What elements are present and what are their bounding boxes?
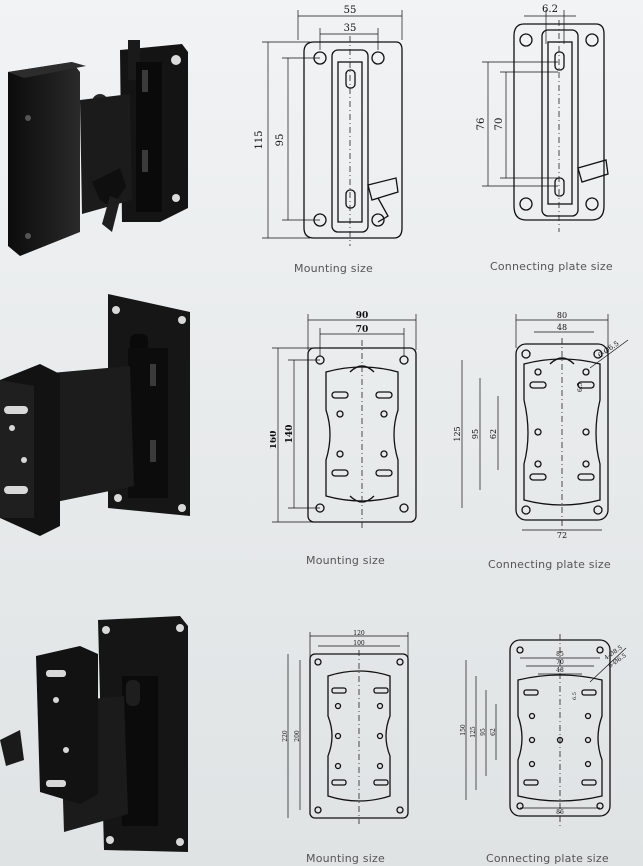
caption-mounting-2: Mounting size xyxy=(306,554,385,567)
mounting-drawing-1: 55 35 115 95 xyxy=(254,5,403,246)
dim-h-inner: 95 xyxy=(275,134,286,147)
dim-h-inner: 140 xyxy=(285,425,295,444)
dim-w-inner: 48 xyxy=(557,323,567,332)
plate-drawing-1: 6.2 76 70 xyxy=(476,4,609,232)
dim-h-outer: 160 xyxy=(270,431,279,450)
hole-spacing: 6.5 xyxy=(572,692,578,700)
caption-plate-1: Connecting plate size xyxy=(490,260,613,273)
caption-plate-3: Connecting plate size xyxy=(486,852,609,865)
dim-w-outer: 55 xyxy=(344,5,357,16)
dim-h-inner: 62 xyxy=(489,429,498,439)
row-2: 90 70 160 140 Mounting size 80 48 125 95 xyxy=(0,290,643,580)
bracket-photo-medium xyxy=(0,294,190,536)
dim-h-outer: 76 xyxy=(476,118,487,131)
dim-h-b: 95 xyxy=(480,728,487,736)
bracket-photo-small xyxy=(8,40,188,256)
dim-w-inner: 100 xyxy=(353,640,365,647)
row-3: 120 100 220 200 Mounting size 85 70 48 1… xyxy=(0,580,643,866)
dim-w-bottom: 72 xyxy=(557,531,567,540)
dim-w-top: 6.2 xyxy=(542,4,558,15)
dim-w-outer: 80 xyxy=(557,311,567,320)
hole-spacing: 6.5 xyxy=(577,382,584,392)
bracket-photo-large xyxy=(0,616,188,852)
dim-h-outer: 150 xyxy=(460,724,467,736)
dim-h-inner: 70 xyxy=(494,118,505,131)
dim-w-outer: 85 xyxy=(556,651,564,658)
dim-h-outer: 115 xyxy=(254,130,265,149)
caption-mounting-3: Mounting size xyxy=(306,852,385,865)
dim-w-inner: 48 xyxy=(556,667,564,674)
dim-h-a: 125 xyxy=(470,726,477,738)
dim-h-inner: 200 xyxy=(294,730,301,742)
dim-w-inner: 35 xyxy=(344,23,357,34)
caption-mounting-1: Mounting size xyxy=(294,262,373,275)
caption-plate-2: Connecting plate size xyxy=(488,558,611,571)
plate-drawing-3: 85 70 48 150 125 95 62 4-Ø8.5 6-Ø6.5 6.5… xyxy=(460,634,628,826)
dim-h-outer: 220 xyxy=(282,730,289,742)
dim-w-bottom: 86 xyxy=(556,809,564,816)
mounting-drawing-3: 120 100 220 200 xyxy=(282,630,409,824)
dim-w-outer: 120 xyxy=(353,630,365,637)
dim-h-c: 62 xyxy=(490,728,497,736)
dim-h-outer: 125 xyxy=(453,426,462,441)
dim-w-outer: 90 xyxy=(356,311,369,321)
mounting-drawing-2: 90 70 160 140 xyxy=(270,311,417,530)
dim-h-mid: 95 xyxy=(471,429,480,439)
row-1: 55 35 115 95 Mounting size 6.2 76 xyxy=(0,0,643,290)
plate-drawing-2: 80 48 125 95 62 6-Ø6.5 6.5 72 xyxy=(453,311,629,540)
dim-w-inner: 70 xyxy=(356,325,369,335)
